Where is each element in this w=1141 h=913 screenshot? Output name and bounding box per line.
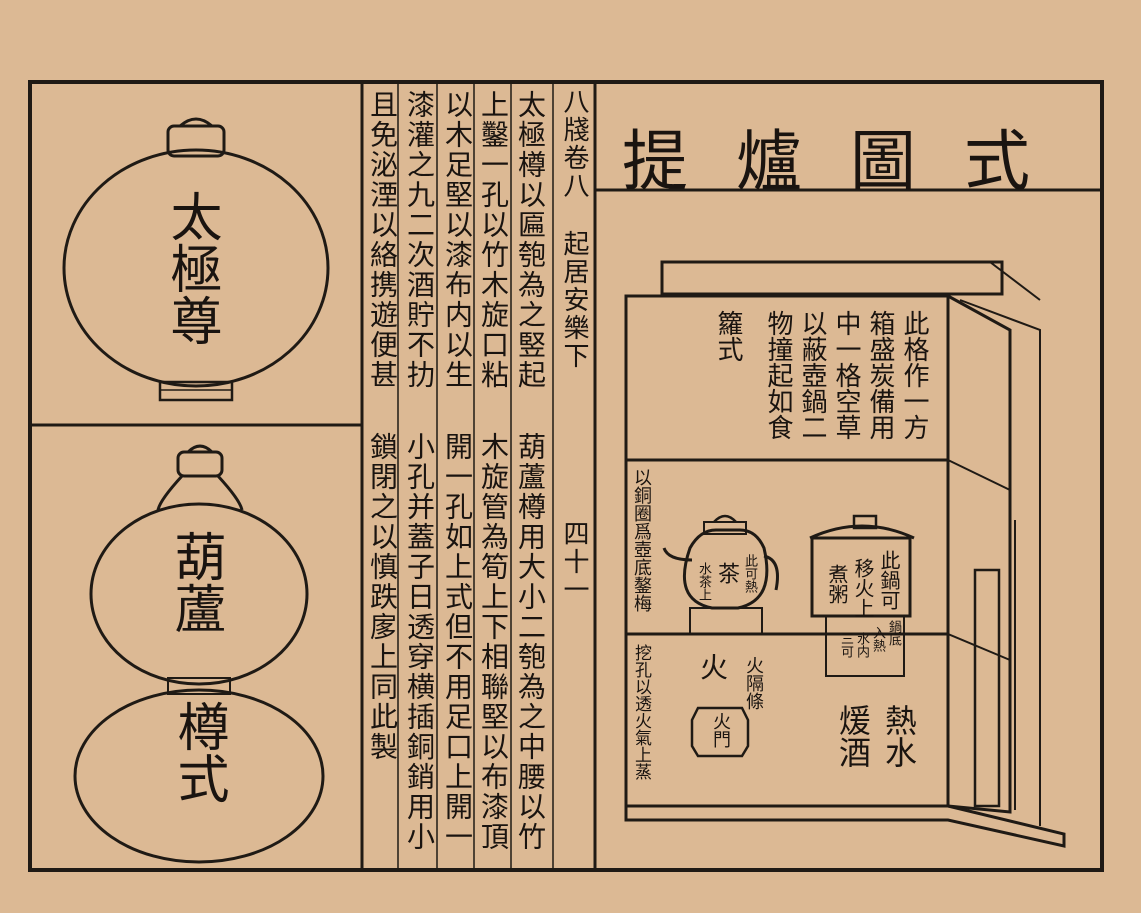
stove-box-icon [624, 260, 1066, 848]
hot-water-label: 熱水 [880, 704, 918, 768]
stove-side-note: 以銅圈爲壺底鏊梅 [631, 468, 652, 612]
stove-label-lunshi: 籮式 [713, 310, 743, 362]
stove-note-line-3: 中一格空草 [831, 310, 861, 440]
rice-pot-sub-2: 入熱 [870, 626, 885, 652]
taiji-vessel-icon [62, 117, 330, 402]
rice-pot-label-2: 移火上 [851, 558, 875, 618]
vent-note: 挖孔以透火氣上蒸 [631, 644, 651, 780]
text-column-5: 且免泌湮以絡携遊便甚 [366, 90, 399, 390]
warm-wine-label: 煖酒 [834, 704, 872, 768]
column-rules [397, 82, 597, 870]
text-column-1: 太極樽以匾匏為之竪起 [514, 90, 547, 390]
text-column-8: 開一孔如上式但不用足口上開一 [441, 432, 474, 852]
teapot-side-label-a: 此可熱 [742, 554, 757, 593]
section-label: 起居安樂下 [559, 230, 589, 370]
chapter-label: 八牋卷八 [559, 88, 589, 200]
text-column-9: 小孔并蓋子日透穿横插銅銷用小 [403, 432, 436, 852]
fire-door-label: 火門 [710, 712, 731, 748]
rice-pot-label-3: 煮粥 [825, 564, 849, 604]
teapot-label: 茶 [714, 562, 739, 584]
text-column-10: 鎖閉之以慎跌扅上同此製 [366, 432, 399, 762]
chapter-header: 八牋卷八起居安樂下四十一 [557, 88, 591, 604]
vessel-label-taiji: 太極尊 [161, 190, 221, 346]
fire-label: 火 [700, 651, 729, 684]
stove-note-line-2: 箱盛炭備用 [865, 310, 895, 440]
gourd-vessel-icon [73, 444, 325, 864]
vessel-label-zun: 樽式 [168, 700, 228, 804]
fire-door-icon [690, 706, 750, 758]
text-column-3: 以木足堅以漆布内以生 [441, 90, 474, 390]
text-column-4: 漆灌之九二次酒貯不扐 [403, 90, 436, 390]
rice-pot-icon [809, 514, 915, 677]
rice-pot-label-1: 此鍋可 [877, 550, 901, 610]
fire-grate-label: 火隔條 [743, 656, 764, 710]
page-title: 提爐圖式 [622, 123, 1078, 200]
page-number: 四十一 [559, 520, 589, 604]
outer-border [28, 80, 1104, 872]
stove-note-line-1: 此格作一方 [899, 310, 929, 440]
text-column-6: 葫蘆樽用大小二匏為之中腰以竹 [514, 432, 547, 852]
stove-note-line-5: 物撞起如食 [763, 310, 793, 440]
vessel-label-gourd: 葫蘆 [165, 530, 225, 634]
rice-pot-sub-4: 三可 [838, 632, 853, 658]
stove-note-line-4: 以蔽壺鍋二 [797, 310, 827, 440]
text-column-7: 木旋管為筍上下相聯堅以布漆頂 [477, 432, 510, 852]
text-column-2: 上鑿一孔以竹木旋口粘 [477, 90, 510, 390]
teapot-icon [662, 514, 779, 635]
rice-pot-sub-1: 鍋底 [886, 620, 901, 646]
rice-pot-sub-3: 水内 [854, 632, 869, 658]
teapot-side-label-b: 水茶上 [696, 562, 711, 601]
